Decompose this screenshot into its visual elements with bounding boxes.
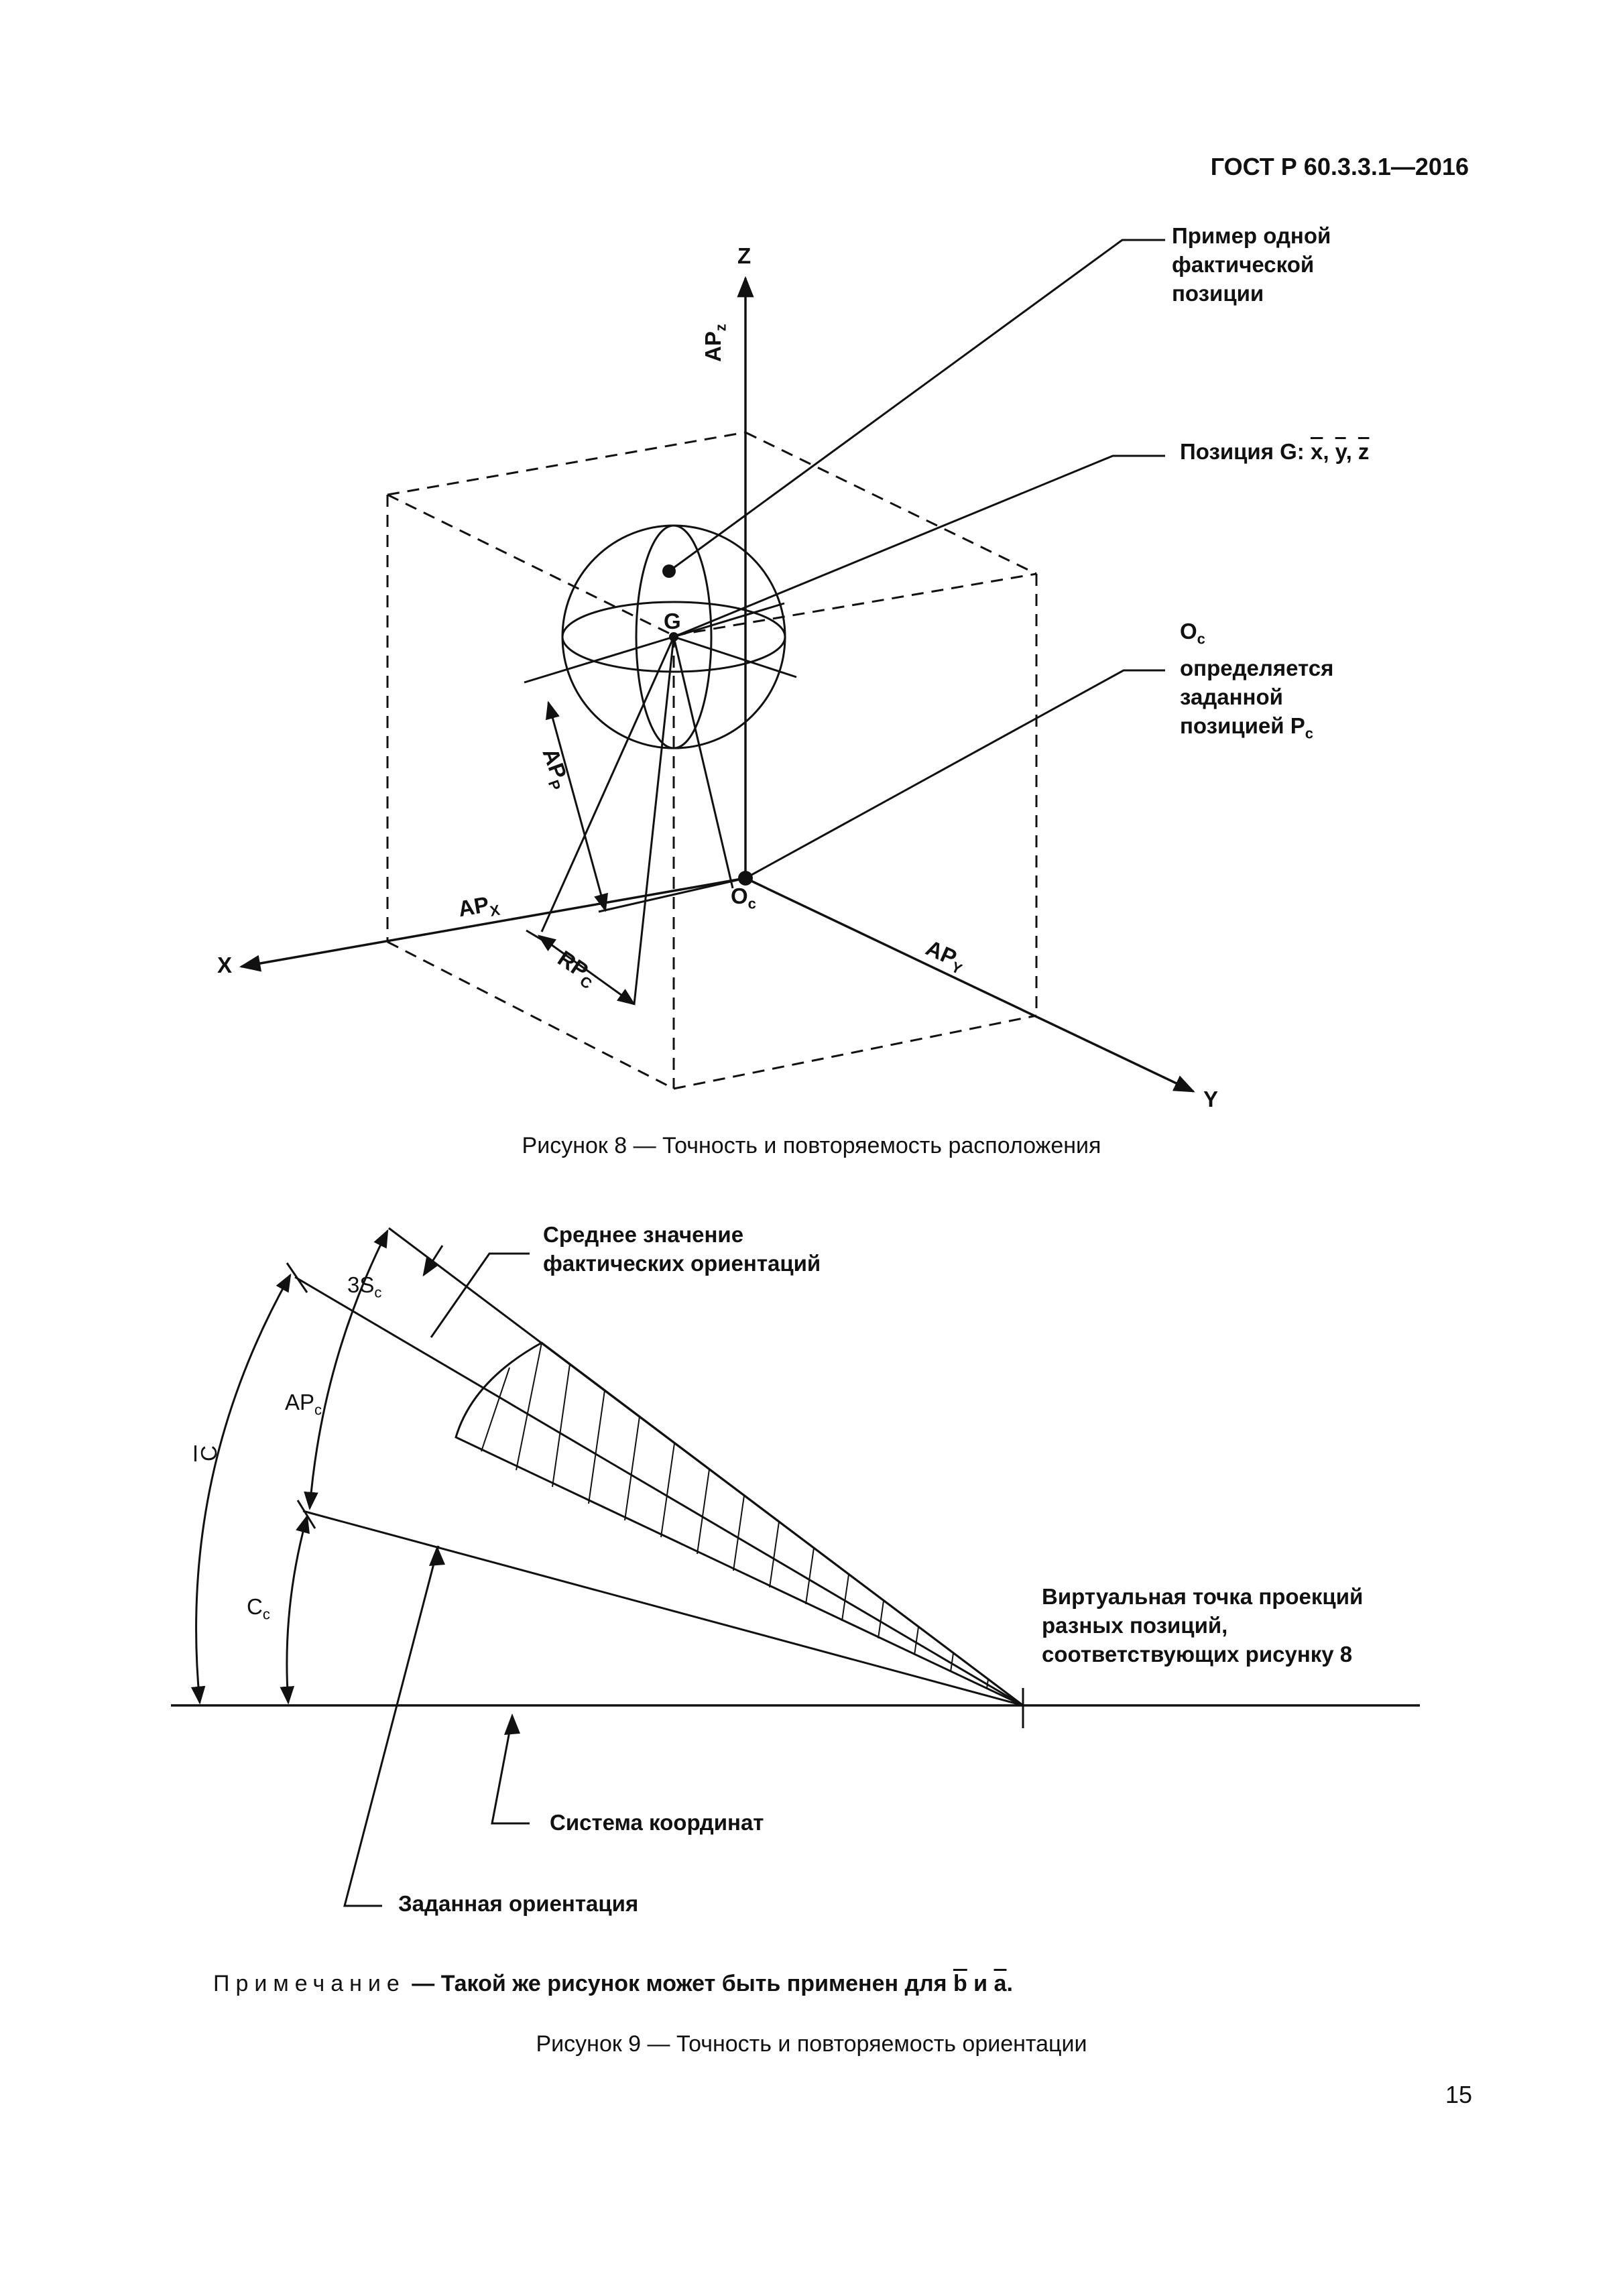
coordinate-system-label: Система координат [550, 1810, 764, 1835]
commanded-orientation-label: Заданная ориентация [398, 1891, 639, 1916]
s3c-label: 3Sc [347, 1272, 382, 1301]
apc-arc [304, 1229, 389, 1510]
cc-label: Cc [247, 1594, 270, 1623]
app-dimension [546, 701, 608, 912]
g-point-label: G [664, 609, 681, 633]
figure8-cube [386, 431, 1038, 1090]
figure9-note: Примечание — Такой же рисунок может быть… [213, 1971, 1013, 1996]
cc-arc [280, 1514, 310, 1705]
figure9-arcs [190, 1229, 444, 1705]
oc-callout: Oc определяется заданной позицией Pc [1180, 619, 1334, 742]
figure9-rays [294, 1227, 1024, 1707]
standard-header: ГОСТ Р 60.3.3.1—2016 [1210, 153, 1469, 180]
x-axis-label: X [217, 953, 233, 977]
figure8-axes [239, 276, 1195, 1093]
mean-orientation-callout: Среднее значение фактических ориентаций [543, 1222, 821, 1276]
page-number: 15 [1445, 2081, 1472, 2108]
figure8-cone [524, 636, 797, 1005]
sphere-meridian [635, 524, 713, 749]
apx-label: APX [456, 891, 501, 922]
sphere-equator [561, 601, 786, 673]
y-axis [745, 877, 1195, 1093]
oc-point-label: Oc [731, 884, 756, 912]
position-g-callout: Позиция G: x, y, z [1180, 439, 1370, 464]
figure9-caption: Рисунок 9 — Точность и повторяемость ори… [536, 2031, 1087, 2057]
x-axis [239, 877, 746, 972]
figure8-sphere [561, 524, 786, 749]
y-axis-label: Y [1203, 1087, 1219, 1111]
apc-label: APc [285, 1390, 322, 1418]
note-label: Примечание [213, 1971, 406, 1996]
z-axis-label: Z [737, 243, 752, 268]
hatched-wedge [455, 1341, 1024, 1707]
figure8-leaders [668, 239, 1165, 880]
apz-label: APz [701, 324, 729, 362]
figure9-leaders [343, 1252, 530, 1907]
rpc-dimension [537, 934, 636, 1006]
cbar-arc [190, 1273, 292, 1705]
cbar-label: C [196, 1445, 221, 1461]
figure8-caption: Рисунок 8 — Точность и повторяемость рас… [522, 1133, 1101, 1158]
virtual-point-callout: Виртуальная точка проекций разных позици… [1042, 1584, 1364, 1667]
example-position-callout: Пример одной фактической позиции [1172, 223, 1331, 306]
